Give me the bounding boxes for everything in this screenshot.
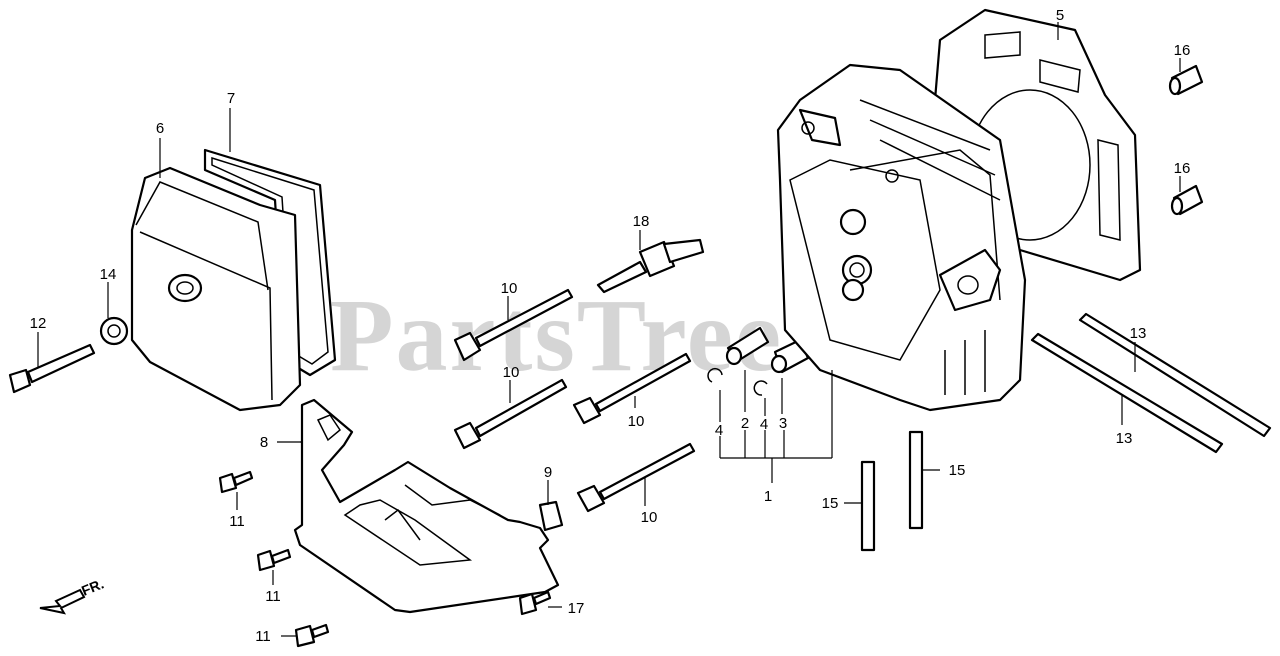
callout-11b: 11 xyxy=(265,588,281,605)
callout-10b: 10 xyxy=(503,364,520,381)
callout-14: 14 xyxy=(100,266,117,283)
callout-15a: 15 xyxy=(822,495,839,512)
cylinder-head xyxy=(776,63,1027,412)
callout-4b: 4 xyxy=(760,416,768,433)
front-direction-arrow: FR. xyxy=(39,575,106,615)
stud-15b xyxy=(908,430,924,530)
head-cover xyxy=(130,166,302,412)
clip-4b xyxy=(753,380,768,396)
callout-10d: 10 xyxy=(641,509,658,526)
callout-11a: 11 xyxy=(229,513,245,530)
bolt-17 xyxy=(518,590,552,616)
callout-3: 3 xyxy=(779,415,787,432)
callout-10c: 10 xyxy=(628,413,645,430)
callout-17: 17 xyxy=(568,600,585,617)
stud-15a xyxy=(860,460,876,552)
bolt-10b xyxy=(453,378,568,450)
clip-4a xyxy=(707,367,723,383)
callout-15b: 15 xyxy=(949,462,966,479)
callout-1: 1 xyxy=(764,488,772,505)
callout-13b: 13 xyxy=(1116,430,1133,447)
callout-7: 7 xyxy=(227,90,235,107)
stud-13b xyxy=(1030,332,1224,454)
callout-5: 5 xyxy=(1056,7,1064,24)
callout-10a: 10 xyxy=(501,280,518,297)
callout-16a: 16 xyxy=(1174,42,1191,59)
callout-11c: 11 xyxy=(255,628,271,645)
bolt-11b xyxy=(256,548,292,572)
dowel-16b xyxy=(1170,184,1204,216)
washer xyxy=(99,316,129,346)
small-bracket xyxy=(538,500,564,532)
leader-lines xyxy=(37,22,1181,637)
bolt-11c xyxy=(294,623,330,648)
callout-6: 6 xyxy=(156,120,164,137)
front-direction-label: FR. xyxy=(79,575,106,598)
callout-2: 2 xyxy=(741,415,749,432)
bolt-10c xyxy=(572,352,692,425)
callout-13a: 13 xyxy=(1130,325,1147,342)
flange-bolt xyxy=(8,343,96,394)
callout-12: 12 xyxy=(30,315,47,332)
callout-labels: 1 2 3 4 4 5 6 7 8 9 10 10 10 10 11 11 11… xyxy=(30,7,1191,645)
bolt-10a xyxy=(453,288,574,362)
callout-18: 18 xyxy=(633,213,650,230)
bolt-11a xyxy=(218,470,254,494)
bracket-plate xyxy=(293,398,560,614)
callout-16b: 16 xyxy=(1174,160,1191,177)
bolt-10d xyxy=(576,442,696,513)
callout-8: 8 xyxy=(260,434,268,451)
callout-4a: 4 xyxy=(715,422,723,439)
stud-13a xyxy=(1078,312,1272,438)
callout-9: 9 xyxy=(544,464,552,481)
dowel-16a xyxy=(1168,64,1204,96)
spark-plug xyxy=(596,238,705,294)
dowel-2 xyxy=(725,326,770,366)
